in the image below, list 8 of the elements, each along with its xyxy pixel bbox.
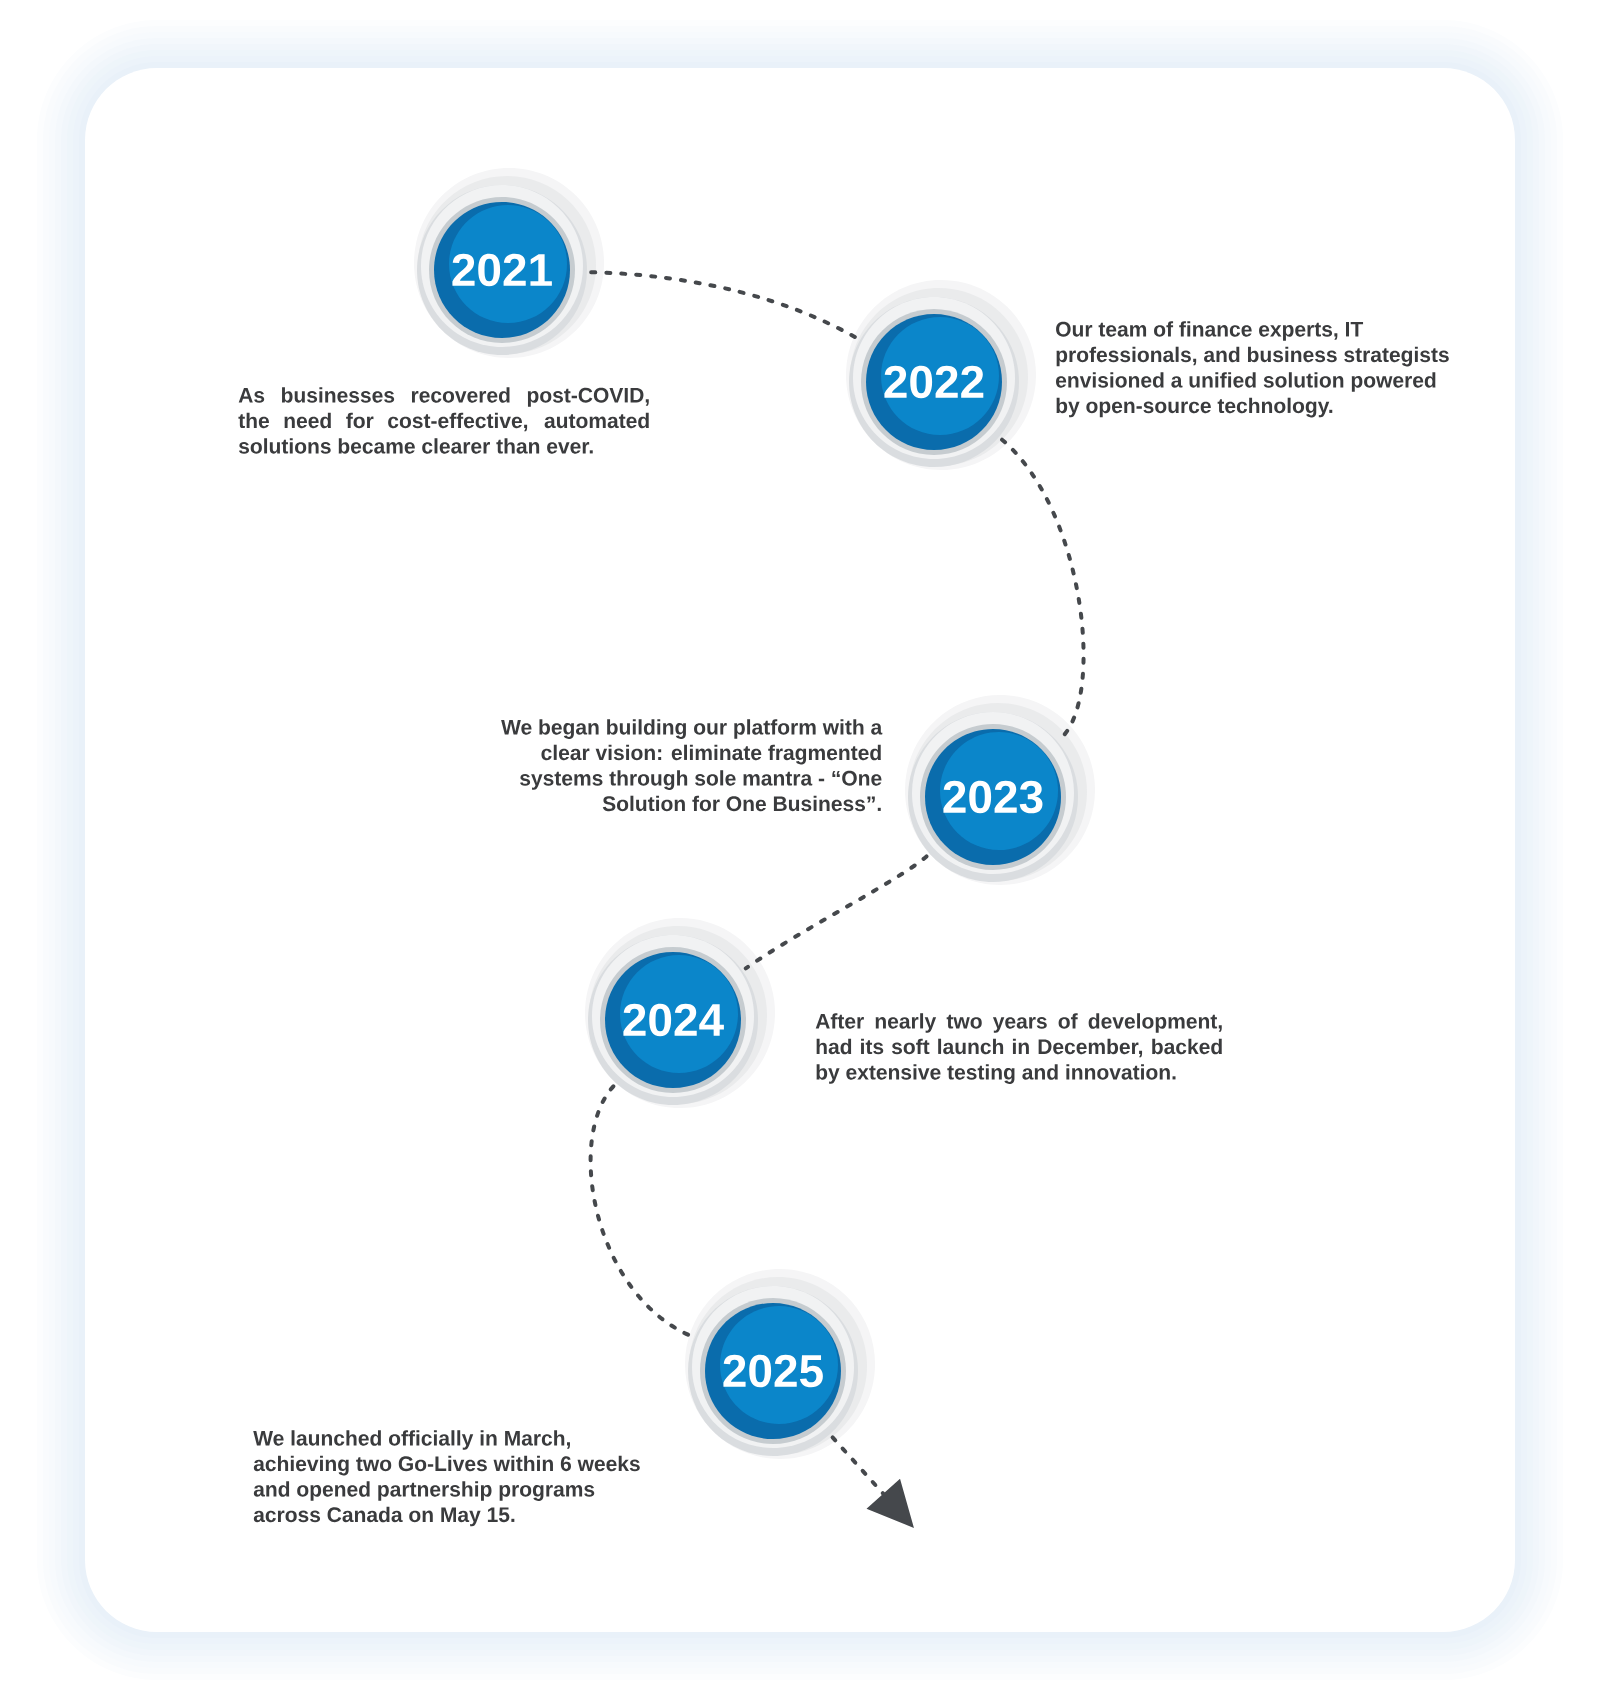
description-text: After nearly two years of development, had its soft launch in December, backed by extensive testing and innovation. xyxy=(815,1013,1222,1084)
dashed-connector xyxy=(743,854,929,971)
description-text: We launched officially in March, achieving two Go-Lives within 6 weeks and opened partnership programs across Canada on May 15. xyxy=(253,1430,640,1527)
dashed-connector xyxy=(588,1084,693,1338)
description-text: We began building our platform with a clear vision: eliminate fragmented systems through sole mantra - “One Solution for One Business”. xyxy=(501,719,883,812)
description-text: Our team of finance experts, IT professionals, and business strategists envisioned a unified solution powered by open-source technology. xyxy=(1056,321,1449,418)
description-text: As businesses recovered post-COVID, the need for cost-effective, automated solutions became clearer than ever. xyxy=(238,387,649,454)
dashed-connector xyxy=(589,270,859,340)
